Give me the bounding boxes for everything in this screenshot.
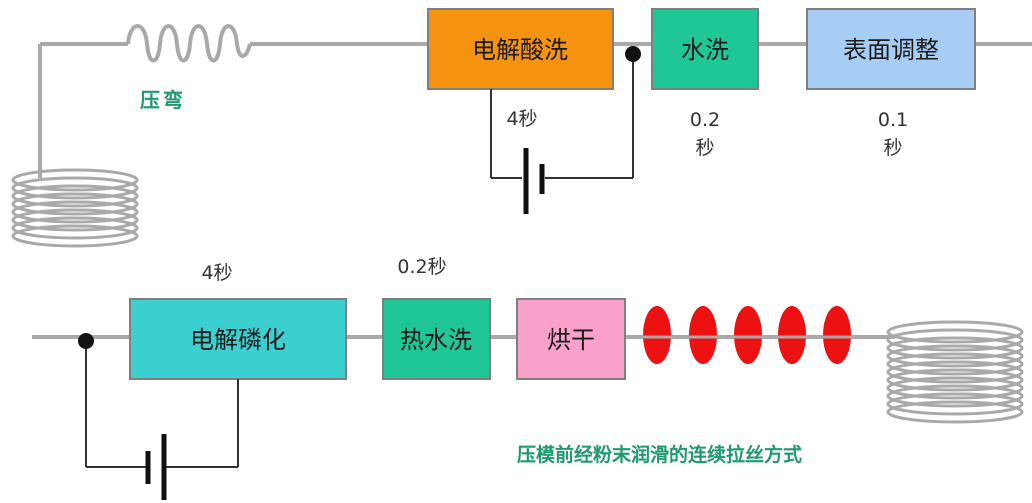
spring-icon [126,24,252,63]
step-electrolytic-pickling-label: 电解酸洗 [472,36,568,64]
step-water-rinse-time-unit: 秒 [695,137,714,159]
step-electrolytic-pickling: 电解酸洗 [427,8,614,90]
lubricant-disc-icon [823,306,851,364]
step-surface-conditioning-label: 表面调整 [843,36,939,64]
circuit-row1 [490,54,634,179]
step-hot-water-rinse: 热水洗 [382,298,491,380]
diagram-caption: 压模前经粉末润滑的连续拉丝方式 [517,443,802,466]
step-surface-conditioning-time-unit: 秒 [883,137,902,159]
bend-label: 压弯 [140,88,186,112]
step-electrolytic-phosphating-label: 电解磷化 [190,326,286,354]
lubricant-disc-icon [643,306,671,364]
circuit-row2 [85,345,239,468]
step-hot-water-rinse-time: 0.2秒 [397,256,446,278]
step-water-rinse: 水洗 [651,8,759,90]
wire-coil-icon [11,168,139,248]
battery-icon [523,148,545,214]
step-electrolytic-phosphating-time: 4秒 [201,262,232,284]
electrode-dot-row1 [625,46,641,62]
battery-icon [145,434,167,500]
step-electrolytic-pickling-time: 4秒 [506,108,537,130]
step-surface-conditioning-time-value: 0.1 [878,109,908,131]
wire-coil-icon [886,320,1024,424]
lubricant-disc-icon [734,306,762,364]
step-drying-label: 烘干 [547,326,595,354]
step-electrolytic-phosphating: 电解磷化 [129,298,347,380]
step-drying: 烘干 [516,298,626,380]
wire-line-row1 [38,42,1032,178]
step-hot-water-rinse-label: 热水洗 [400,326,472,354]
electrode-dot-row2 [78,333,94,349]
lubricant-discs [643,306,851,364]
lubricant-disc-icon [778,306,806,364]
step-water-rinse-label: 水洗 [681,36,729,64]
step-surface-conditioning: 表面调整 [806,8,976,90]
step-water-rinse-time-value: 0.2 [690,109,720,131]
lubricant-disc-icon [689,306,717,364]
